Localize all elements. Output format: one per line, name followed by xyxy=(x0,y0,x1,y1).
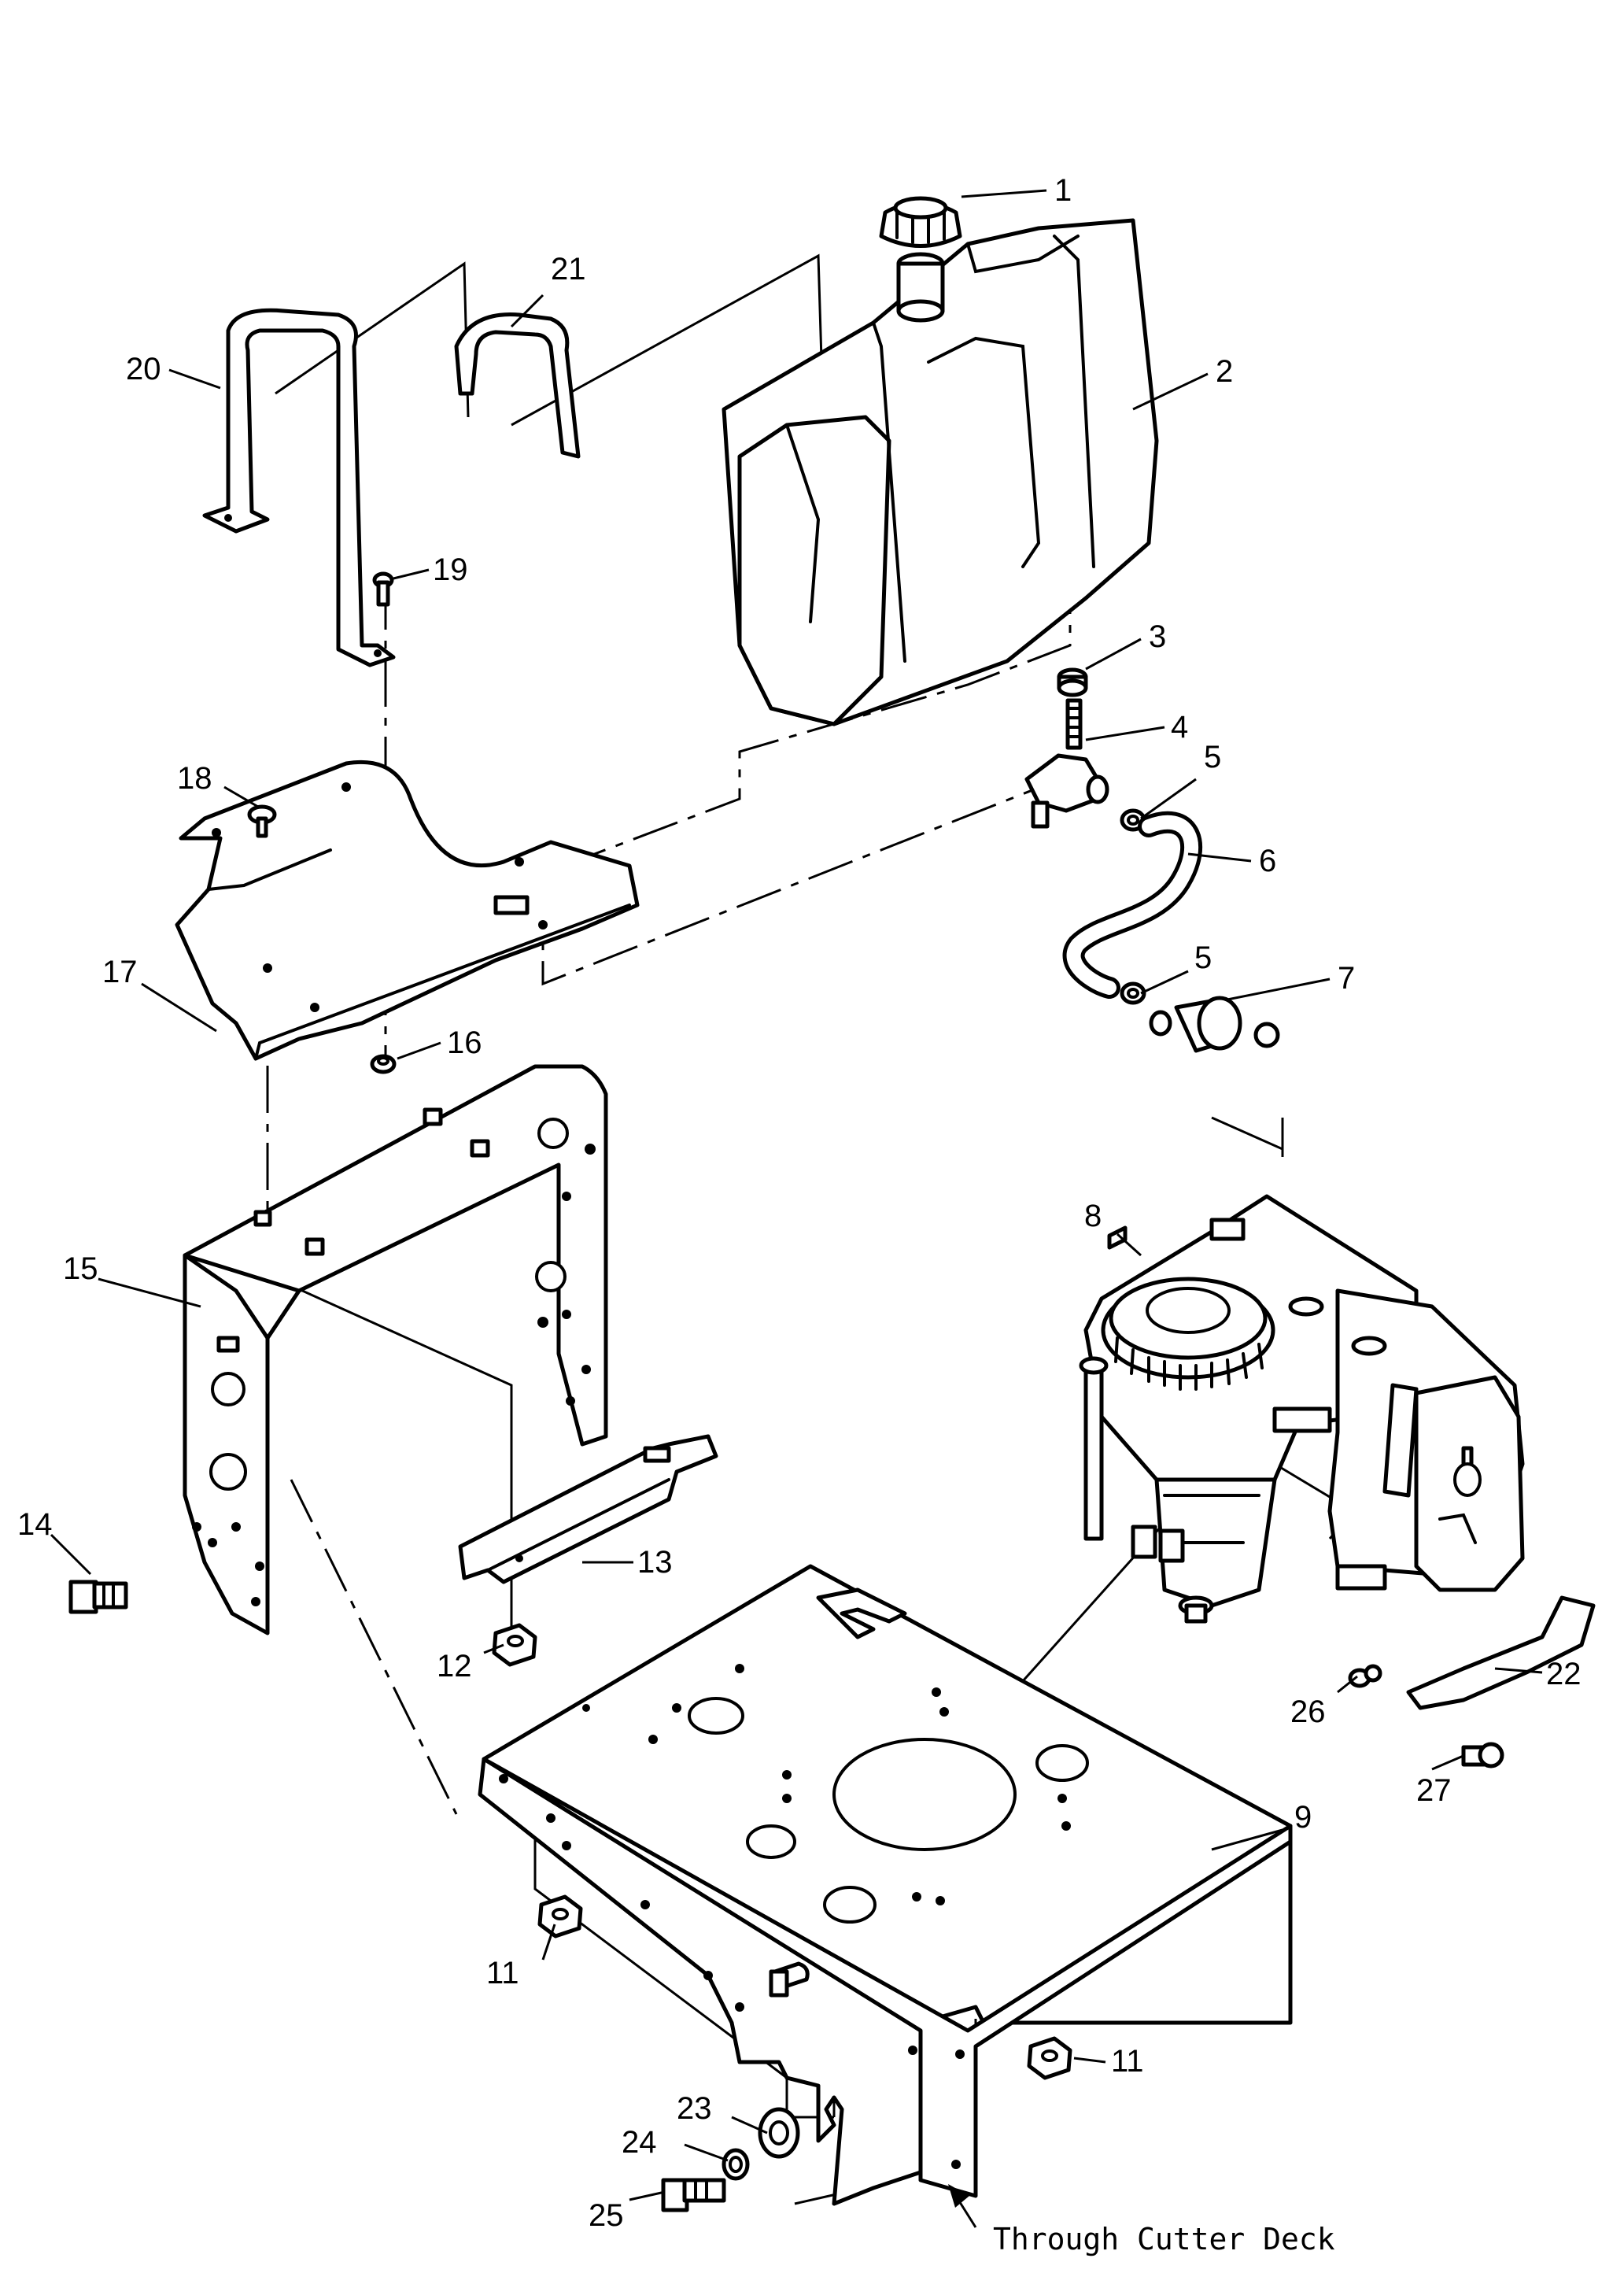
fuel-cap xyxy=(879,196,962,248)
callout-9: 9 xyxy=(1294,1800,1312,1835)
tank-mounting-bracket xyxy=(175,760,640,1061)
main-deck-plate xyxy=(478,1564,1293,2206)
callout-22: 22 xyxy=(1546,1657,1582,1691)
callout-25: 25 xyxy=(589,2198,624,2233)
fuel-tank xyxy=(722,218,1159,726)
nut-11-left xyxy=(537,1894,583,1939)
callout-11-right: 11 xyxy=(1111,2044,1144,2079)
nut-11-right xyxy=(1027,2036,1072,2080)
muffler-guard-plate xyxy=(1406,1595,1596,1710)
tank-strap-short xyxy=(454,312,581,459)
callout-15: 15 xyxy=(63,1251,98,1286)
callout-21: 21 xyxy=(551,252,586,286)
carriage-bolt-18 xyxy=(247,804,277,838)
callout-numbers: 1 2 3 4 5 6 5 7 8 9 11 11 12 13 14 15 16… xyxy=(17,173,1582,2233)
callout-27: 27 xyxy=(1416,1773,1452,1808)
flat-washer-23 xyxy=(758,2107,800,2159)
engine-frame xyxy=(183,1064,608,1635)
callout-1: 1 xyxy=(1054,173,1072,208)
callout-13: 13 xyxy=(637,1545,673,1580)
engine-shroud-fins xyxy=(1114,1336,1264,1391)
nut-12 xyxy=(492,1623,537,1667)
callout-14: 14 xyxy=(17,1507,53,1542)
fuel-filter xyxy=(1149,996,1280,1053)
screw-19 xyxy=(372,571,394,607)
callout-3: 3 xyxy=(1149,619,1166,654)
callout-19: 19 xyxy=(433,553,468,587)
callout-24: 24 xyxy=(622,2125,657,2160)
callout-16: 16 xyxy=(447,1026,482,1060)
lock-washer-24 xyxy=(722,2148,750,2181)
lock-nut-26 xyxy=(1348,1664,1382,1688)
callout-18: 18 xyxy=(177,761,212,796)
callout-5-lower: 5 xyxy=(1194,941,1212,975)
callout-leaders xyxy=(50,189,1543,2201)
callout-7: 7 xyxy=(1338,961,1355,996)
hex-bolt-27 xyxy=(1461,1742,1504,1769)
nut-16 xyxy=(370,1054,397,1074)
callout-6: 6 xyxy=(1259,844,1276,878)
callout-5-upper: 5 xyxy=(1204,740,1221,774)
callout-17: 17 xyxy=(102,955,138,989)
callout-26: 26 xyxy=(1290,1695,1326,1729)
engine xyxy=(1079,1194,1525,1624)
callout-4: 4 xyxy=(1171,710,1188,745)
hex-bolt-14 xyxy=(68,1580,128,1614)
callout-23: 23 xyxy=(677,2091,712,2126)
shutoff-valve xyxy=(1024,698,1109,829)
callout-2: 2 xyxy=(1216,354,1233,389)
through-cutter-deck-note: Through Cutter Deck xyxy=(993,2222,1335,2256)
hose-clamp-lower xyxy=(1120,981,1146,1005)
fuel-line xyxy=(1062,811,1203,999)
callout-20: 20 xyxy=(126,352,161,386)
callout-12: 12 xyxy=(437,1649,472,1683)
callout-11-left: 11 xyxy=(486,1956,519,1990)
note-arrow xyxy=(948,2184,977,2228)
tank-strap-long xyxy=(202,308,396,667)
callout-8: 8 xyxy=(1084,1199,1102,1233)
hex-bolt-25 xyxy=(661,2178,726,2212)
grommet xyxy=(1057,667,1088,697)
support-channel xyxy=(458,1434,718,1584)
